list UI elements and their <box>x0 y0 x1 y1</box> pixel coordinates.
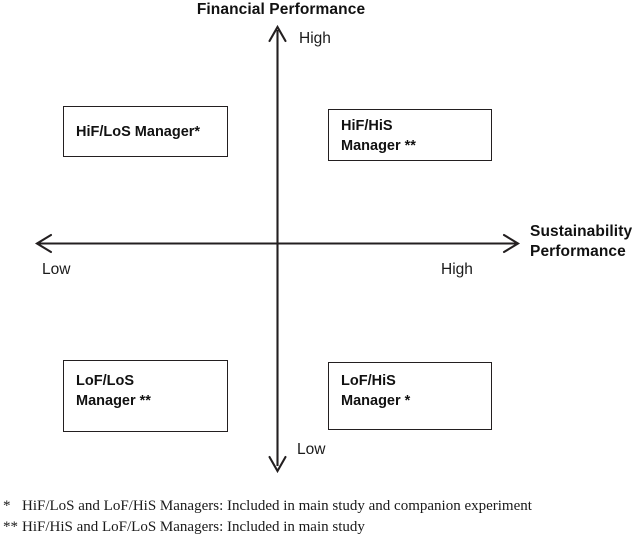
quadrant-label-bottom-right: LoF/HiS Manager * <box>341 373 411 409</box>
vertical-axis-low-label: Low <box>297 441 326 458</box>
footnote-marker-double: ** <box>3 519 18 535</box>
quadrant-box-bottom-right: LoF/HiS Manager * <box>328 362 492 430</box>
horizontal-axis-title-line2: Performance <box>530 243 626 260</box>
horizontal-axis-low-label: Low <box>42 261 71 278</box>
quadrant-label-top-left: HiF/LoS Manager* <box>76 123 201 140</box>
quadrant-box-top-right: HiF/HiS Manager ** <box>328 109 492 161</box>
quadrant-label-bottom-left: LoF/LoS Manager ** <box>76 373 151 409</box>
quadrant-label-top-right: HiF/HiS Manager ** <box>341 118 416 154</box>
quadrant-box-top-left: HiF/LoS Manager* <box>63 106 228 157</box>
horizontal-axis-right-arrowhead <box>502 233 521 254</box>
footnote-double-asterisk: **HiF/HiS and LoF/LoS Managers: Included… <box>3 517 639 538</box>
footnote-single-asterisk: * HiF/LoS and LoF/HiS Managers: Included … <box>3 496 639 517</box>
vertical-axis-up-arrowhead <box>268 24 287 43</box>
horizontal-axis-high-label: High <box>441 261 473 278</box>
vertical-axis-title: Financial Performance <box>196 1 366 18</box>
vertical-axis-down-arrowhead <box>268 455 287 474</box>
horizontal-axis-title-line1: Sustainability <box>530 223 633 240</box>
footnote-text-single: HiF/LoS and LoF/HiS Managers: Included i… <box>22 498 532 514</box>
vertical-axis-high-label: High <box>299 30 331 47</box>
quadrant-box-bottom-left: LoF/LoS Manager ** <box>63 360 228 432</box>
footnote-marker-single: * <box>3 498 11 514</box>
horizontal-axis-left-arrowhead <box>34 233 53 254</box>
footnote-text-double: HiF/HiS and LoF/LoS Managers: Included i… <box>22 519 365 535</box>
footnotes: * HiF/LoS and LoF/HiS Managers: Included … <box>3 496 639 538</box>
